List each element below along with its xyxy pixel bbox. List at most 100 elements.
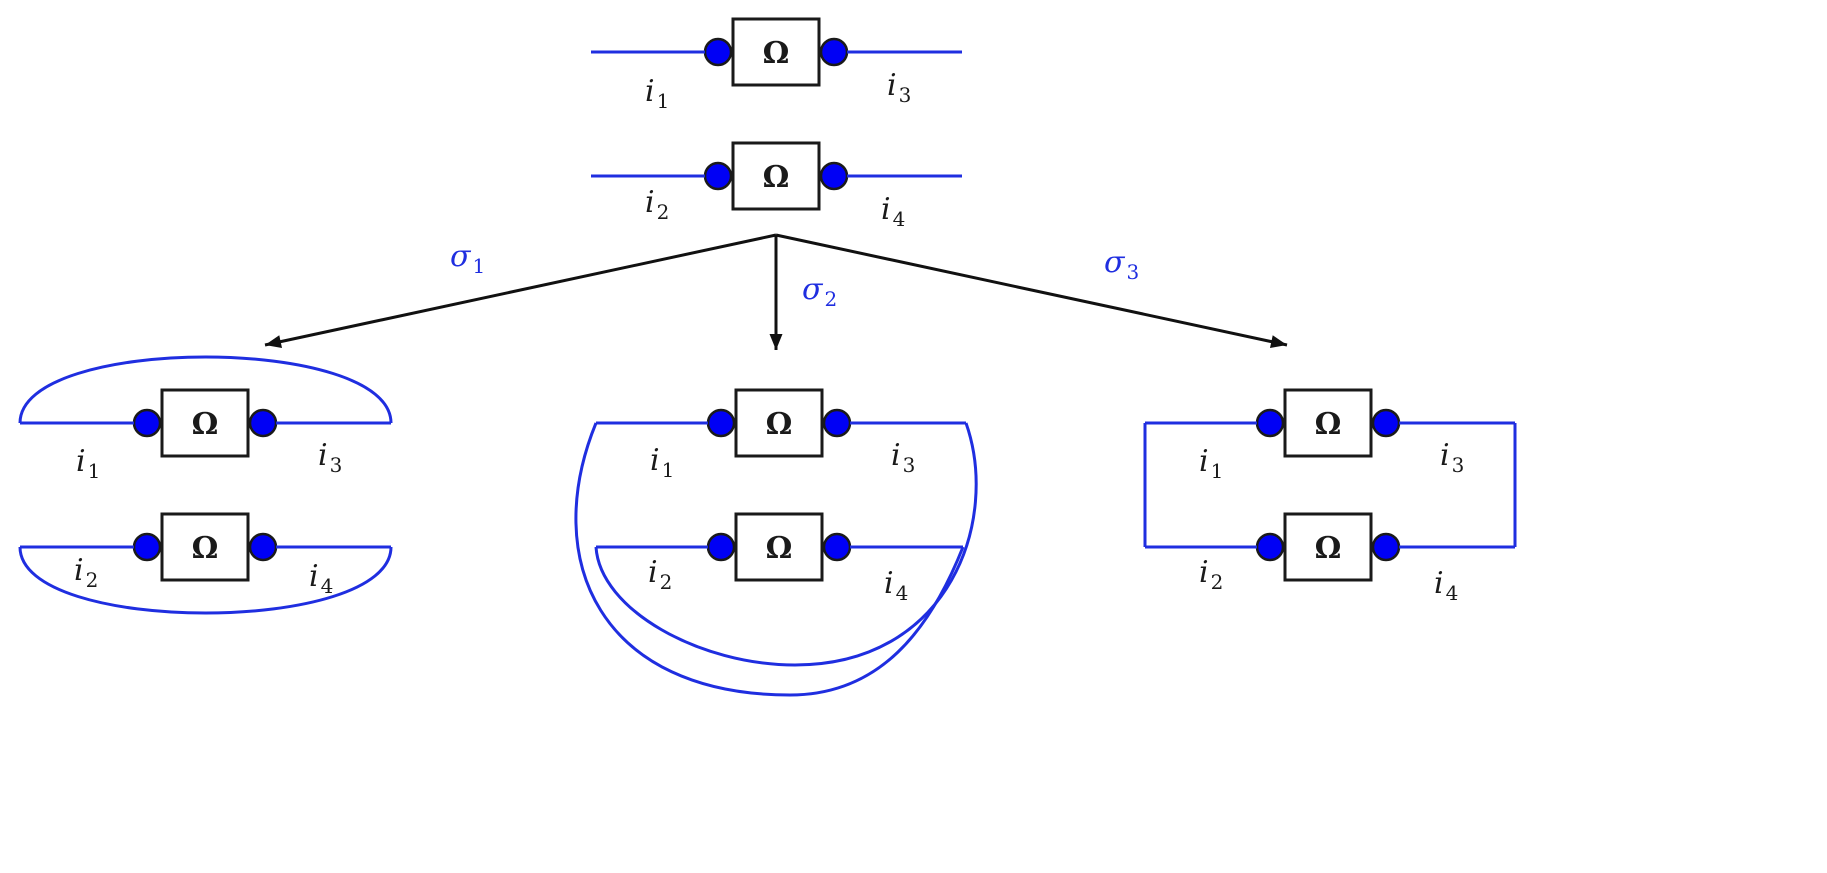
s3-operator-2-right-vertex [1371,532,1401,562]
s1-index-i2-subscript: 2 [86,568,99,592]
s3-index-i4-base: i [1434,566,1444,601]
s2-index-i4-base: i [884,566,894,601]
s1-operator-1-symbol: Ω [192,407,219,442]
s1-arc-i2-i4 [18,546,393,615]
s1-operator-2-box [160,512,250,582]
arrow-sigma3-head [1269,335,1287,348]
branch-label-sigma1-subscript: 1 [472,254,485,278]
top-index-i3-subscript: 3 [899,83,912,107]
branch-label-sigma2-base: σ [802,272,824,307]
top-operator-2-box [731,141,821,211]
s2-operator-2-symbol: Ω [766,531,793,566]
branch-label-sigma1-base: σ [450,239,472,274]
top-operator-2-right-vertex [819,161,849,191]
arrow-sigma3-shaft [775,233,1288,347]
top-index-i2-subscript: 2 [657,200,670,224]
s1-operator-2-symbol: Ω [192,531,219,566]
s3-operator-2-left-vertex [1255,532,1285,562]
s1-index-i3-base: i [318,438,328,473]
top-index-i4-subscript: 4 [893,207,906,231]
top-index-i4-base: i [881,192,891,227]
s3-operator-1-left-vertex [1255,408,1285,438]
top-index-i3-base: i [887,68,897,103]
top-index-i2-base: i [645,185,655,220]
top-operator-2-symbol: Ω [763,160,790,195]
s2-operator-1-left-vertex [706,408,736,438]
s3-operator-1-right-vertex [1371,408,1401,438]
arrow-sigma1-head [265,335,283,348]
s3-operator-1-symbol: Ω [1315,407,1342,442]
s3-index-i1-subscript: 1 [1211,459,1224,483]
top-operator-2-left-vertex [703,161,733,191]
s2-operator-2-box [734,512,824,582]
s1-index-i2-base: i [74,553,84,588]
s2-index-i1-subscript: 1 [662,458,675,482]
top-operator-1-left-vertex [703,37,733,67]
s1-operator-2-right-vertex [248,532,278,562]
s2-operator-1-symbol: Ω [766,407,793,442]
s3-index-i2-subscript: 2 [1211,570,1224,594]
s2-index-i2-base: i [648,555,658,590]
s3-index-i1-base: i [1199,444,1209,479]
branch-label-sigma2-subscript: 2 [824,287,837,311]
branch-label-sigma3-base: σ [1104,245,1126,280]
s1-index-i1-subscript: 1 [88,459,101,483]
s3-index-i3-base: i [1440,438,1450,473]
top-operator-1-box [731,17,821,87]
arrow-sigma2-head [769,334,783,350]
s1-arc-i1-i3 [18,355,393,424]
s2-arc-i1-i4 [574,422,965,697]
top-index-i1-base: i [645,74,655,109]
s3-index-i4-subscript: 4 [1446,581,1459,605]
s1-index-i1-base: i [76,444,86,479]
s1-index-i4-subscript: 4 [321,574,334,598]
s2-operator-1-box [734,388,824,458]
s3-index-i3-subscript: 3 [1452,453,1465,477]
s3-operator-2-symbol: Ω [1315,531,1342,566]
top-operator-1-symbol: Ω [763,36,790,71]
s3-operator-2-box [1283,512,1373,582]
top-index-i1-subscript: 1 [657,89,670,113]
arrow-sigma1-shaft [264,233,777,347]
s1-operator-1-left-vertex [132,408,162,438]
s3-operator-1-box [1283,388,1373,458]
s2-index-i1-base: i [650,443,660,478]
top-operator-1-right-vertex [819,37,849,67]
s2-operator-2-right-vertex [822,532,852,562]
s1-operator-1-right-vertex [248,408,278,438]
s1-operator-1-box [160,388,250,458]
s2-arc-i2-i3 [594,422,978,667]
s1-index-i4-base: i [309,559,319,594]
s2-operator-1-right-vertex [822,408,852,438]
s2-operator-2-left-vertex [706,532,736,562]
s2-index-i4-subscript: 4 [896,581,909,605]
s3-index-i2-base: i [1199,555,1209,590]
s1-operator-2-left-vertex [132,532,162,562]
s2-index-i3-subscript: 3 [903,453,916,477]
s2-index-i3-base: i [891,438,901,473]
